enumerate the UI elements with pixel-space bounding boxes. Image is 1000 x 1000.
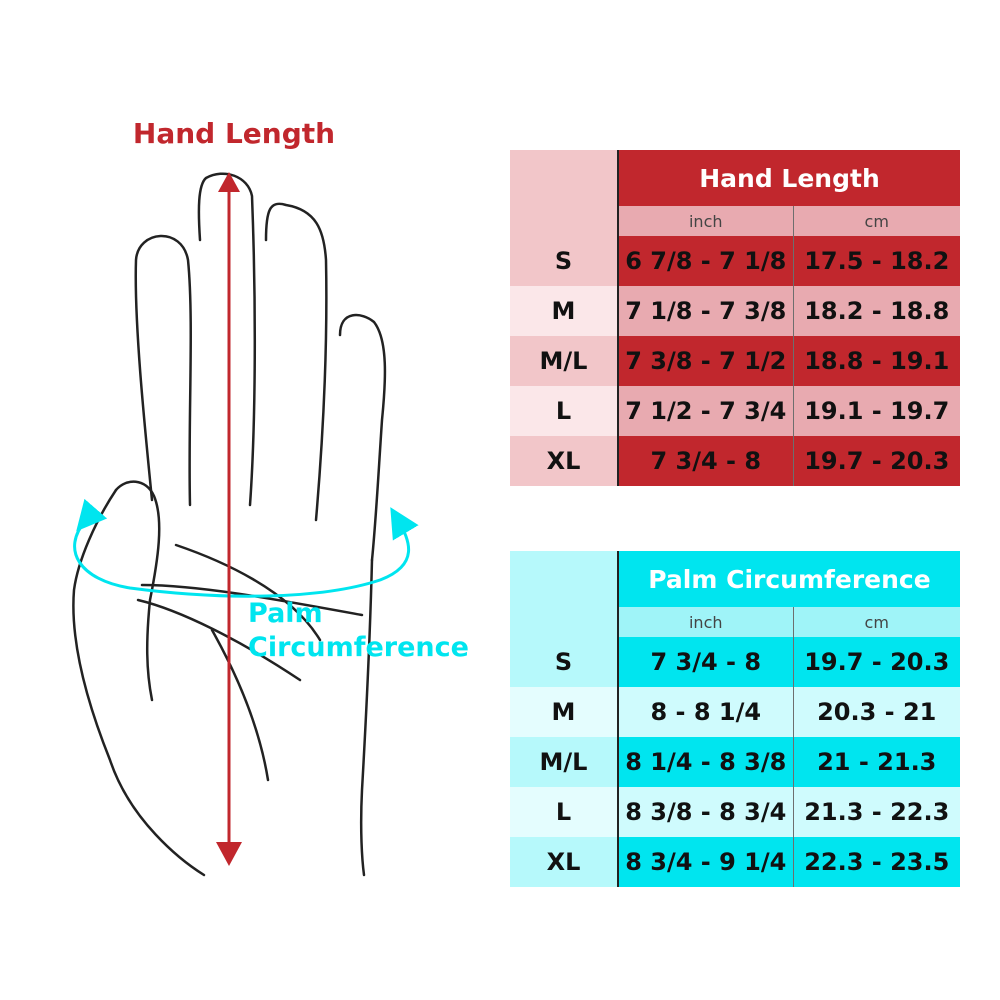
inch-cell: 6 7/8 - 7 1/8: [618, 236, 794, 286]
size-cell: M/L: [510, 737, 619, 787]
inch-cell: 8 1/4 - 8 3/8: [618, 737, 794, 787]
table-row: S 7 3/4 - 8 19.7 - 20.3: [510, 637, 960, 687]
inch-cell: 7 1/8 - 7 3/8: [618, 286, 794, 336]
inch-cell: 7 1/2 - 7 3/4: [618, 386, 794, 436]
size-cell: M: [510, 687, 619, 737]
hand-length-arrow: [216, 172, 242, 866]
size-cell: M: [510, 286, 619, 336]
table-unit-row: inch cm: [510, 607, 960, 637]
table-row: S 6 7/8 - 7 1/8 17.5 - 18.2: [510, 236, 960, 286]
table-row: M 7 1/8 - 7 3/8 18.2 - 18.8: [510, 286, 960, 336]
inch-cell: 8 3/8 - 8 3/4: [618, 787, 794, 837]
hand-length-table-title: Hand Length: [618, 150, 960, 206]
palm-circumference-table: Palm Circumference inch cm S 7 3/4 - 8 1…: [510, 551, 960, 887]
table-header-row: Palm Circumference: [510, 551, 960, 637]
table-corner: [510, 150, 619, 236]
palm-label-line2: Circumference: [248, 632, 469, 663]
table-header-row: Hand Length: [510, 150, 960, 236]
palm-label-line1: Palm: [248, 598, 323, 629]
unit-cm: cm: [793, 607, 960, 637]
hand-length-table: Hand Length inch cm S 6 7/8 - 7 1/8 17.5…: [510, 150, 960, 486]
cm-cell: 17.5 - 18.2: [793, 236, 960, 286]
unit-cm: cm: [793, 206, 960, 236]
cm-cell: 19.7 - 20.3: [793, 637, 960, 687]
inch-cell: 7 3/8 - 7 1/2: [618, 336, 794, 386]
cm-cell: 20.3 - 21: [793, 687, 960, 737]
inch-cell: 8 3/4 - 9 1/4: [618, 837, 794, 887]
cm-cell: 18.8 - 19.1: [793, 336, 960, 386]
cm-cell: 21.3 - 22.3: [793, 787, 960, 837]
palm-table-title: Palm Circumference: [618, 551, 960, 607]
inch-cell: 7 3/4 - 8: [618, 436, 794, 486]
size-cell: XL: [510, 436, 619, 486]
unit-inch: inch: [618, 607, 794, 637]
palm-circumference-indicator: [73, 498, 419, 598]
table-row: M/L 8 1/4 - 8 3/8 21 - 21.3: [510, 737, 960, 787]
cm-cell: 19.1 - 19.7: [793, 386, 960, 436]
cm-cell: 22.3 - 23.5: [793, 837, 960, 887]
inch-cell: 8 - 8 1/4: [618, 687, 794, 737]
size-cell: M/L: [510, 336, 619, 386]
table-unit-row: inch cm: [510, 206, 960, 236]
table-row: XL 8 3/4 - 9 1/4 22.3 - 23.5: [510, 837, 960, 887]
size-cell: S: [510, 236, 619, 286]
cm-cell: 18.2 - 18.8: [793, 286, 960, 336]
size-cell: S: [510, 637, 619, 687]
size-cell: L: [510, 787, 619, 837]
table-row: L 8 3/8 - 8 3/4 21.3 - 22.3: [510, 787, 960, 837]
hand-length-label: Hand Length: [133, 117, 335, 150]
cm-cell: 19.7 - 20.3: [793, 436, 960, 486]
table-row: XL 7 3/4 - 8 19.7 - 20.3: [510, 436, 960, 486]
cm-cell: 21 - 21.3: [793, 737, 960, 787]
inch-cell: 7 3/4 - 8: [618, 637, 794, 687]
size-cell: L: [510, 386, 619, 436]
hand-outline: [72, 172, 387, 877]
table-corner: [510, 551, 619, 637]
size-cell: XL: [510, 837, 619, 887]
table-row: L 7 1/2 - 7 3/4 19.1 - 19.7: [510, 386, 960, 436]
table-row: M/L 7 3/8 - 7 1/2 18.8 - 19.1: [510, 336, 960, 386]
unit-inch: inch: [618, 206, 794, 236]
table-row: M 8 - 8 1/4 20.3 - 21: [510, 687, 960, 737]
